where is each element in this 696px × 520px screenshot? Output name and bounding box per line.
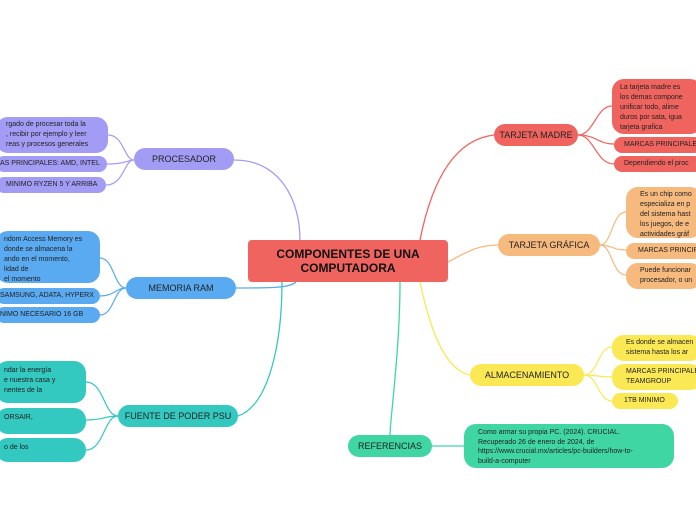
fuente-leaf-2[interactable]: ORSAIR, (0, 408, 86, 434)
leaf-line: e nuestra casa y (4, 377, 56, 384)
branch-tarjeta-grafica[interactable]: TARJETA GRÁFICA (498, 234, 600, 256)
leaf-line: rgado de procesar toda la (6, 121, 86, 128)
leaf-line: los demas compone (620, 94, 683, 101)
leaf-line: MINIMO RYZEN 5 Y ARRIBA (6, 181, 98, 188)
procesador-leaf-2[interactable]: AS PRINCIPALES: AMD, INTEL (0, 156, 107, 172)
leaf-line: Es un chip como (640, 191, 692, 198)
link-root-procesador (233, 159, 301, 241)
leaf-line: donde se almacena la (4, 246, 73, 253)
leaf-line: Recuperado 26 de enero de 2024, de (478, 438, 595, 446)
link-fuente-leaf-3 (85, 415, 119, 451)
tarjeta-madre-leaf-2[interactable]: MARCAS PRINCIPALE (614, 137, 696, 153)
link-memoria-leaf-3 (99, 287, 127, 316)
leaf-line: lidad de (4, 266, 29, 273)
leaf-line: TEAMGROUP (626, 378, 672, 385)
branch-memoria-ram[interactable]: MEMORIA RAM (126, 277, 236, 299)
leaf-line: especializa en p (640, 201, 691, 208)
leaf-line: MARCAS PRINCIP (638, 247, 696, 254)
link-tgrafica-leaf-1 (599, 211, 627, 246)
leaf-line: del sistema hast (640, 211, 691, 218)
leaf-line: , recibir por ejemplo y leer (6, 131, 87, 138)
link-procesador-leaf-3 (105, 159, 135, 186)
almacenamiento-leaf-3[interactable]: 1TB MINIMO (612, 393, 678, 409)
leaf-line: 1TB MINIMO (624, 397, 665, 404)
leaf-line: o de los (4, 444, 29, 451)
tarjeta-madre-leaf-3[interactable]: Dependiendo el proc (614, 156, 696, 172)
branch-almacenamiento[interactable]: ALMACENAMIENTO (470, 364, 584, 386)
leaf-line: actividades gráf (640, 231, 690, 238)
link-almac-leaf-1 (583, 346, 613, 376)
link-root-tarjeta-madre (419, 134, 495, 241)
link-root-almacenamiento (419, 281, 471, 376)
link-tgrafica-leaf-3 (599, 244, 627, 276)
leaf-line: procesador, o un (640, 277, 693, 284)
branch-referencias[interactable]: REFERENCIAS (348, 435, 432, 457)
link-root-tarjeta-grafica (447, 244, 499, 263)
leaf-line: sistema hasta los ar (626, 349, 689, 356)
leaf-line: el momento (4, 276, 41, 283)
leaf-line: MARCAS PRINCIPALE (624, 141, 696, 148)
link-procesador-leaf-1 (107, 134, 135, 161)
memoria-leaf-2[interactable]: SAMSUNG, ADATA, HYPERX (0, 288, 100, 304)
leaf-line: reas y procesos generales (6, 141, 89, 148)
leaf-line: AS PRINCIPALES: AMD, INTEL (0, 160, 100, 167)
leaf-line: unificar todo, alime (620, 104, 679, 111)
root-topic[interactable]: COMPONENTES DE UNA COMPUTADORA (248, 240, 448, 282)
branch-procesador[interactable]: PROCESADOR (134, 148, 234, 170)
leaf-line: La tarjeta madre es (620, 84, 681, 91)
procesador-leaf-3[interactable]: MINIMO RYZEN 5 Y ARRIBA (0, 177, 106, 193)
tarjeta-grafica-leaf-3[interactable]: Puede funcionar procesador, o un (626, 263, 696, 289)
link-fuente-leaf-1 (85, 381, 119, 417)
leaf-line: MARCAS PRINCIPALE (626, 368, 696, 375)
tarjeta-madre-leaf-1[interactable]: La tarjeta madre es los demas compone un… (612, 79, 696, 134)
memoria-leaf-3[interactable]: NIMO NECESARIO 16 GB (0, 307, 100, 323)
leaf-line: Es donde se almacen (626, 339, 694, 346)
leaf-line: nentes de la (4, 387, 43, 394)
leaf-line: ORSAIR, (4, 414, 33, 421)
leaf-line: SAMSUNG, ADATA, HYPERX (0, 292, 94, 299)
leaf-line: Como armar su propia PC. (2024). CRUCIAL… (478, 429, 620, 436)
leaf-line: ndom Access Memory es (4, 236, 83, 243)
link-root-memoria (235, 281, 297, 289)
leaf-line: build-a-computer (478, 457, 531, 465)
leaf-line: ando en el momento, (4, 256, 70, 263)
leaf-line: Puede funcionar (640, 267, 691, 274)
almacenamiento-leaf-2[interactable]: MARCAS PRINCIPALE TEAMGROUP (612, 364, 696, 390)
branch-tarjeta-madre[interactable]: TARJETA MADRE (494, 124, 578, 146)
leaf-line: tarjeta grafica (620, 124, 663, 131)
link-root-fuente (237, 281, 283, 417)
fuente-leaf-1[interactable]: ndar la energía e nuestra casa y nentes … (0, 361, 86, 403)
link-memoria-leaf-1 (99, 257, 127, 289)
branch-fuente-de-poder[interactable]: FUENTE DE PODER PSU (118, 405, 238, 427)
procesador-leaf-1[interactable]: rgado de procesar toda la , recibir por … (0, 117, 108, 153)
leaf-line: los juegos, de e (640, 221, 690, 228)
fuente-leaf-3[interactable]: o de los (0, 438, 86, 462)
referencias-leaf-1[interactable]: Como armar su propia PC. (2024). CRUCIAL… (464, 424, 674, 468)
link-root-referencias (389, 281, 401, 436)
memoria-leaf-1[interactable]: ndom Access Memory es donde se almacena … (0, 231, 100, 283)
link-almac-leaf-3 (583, 374, 613, 402)
link-tmadre-leaf-3 (577, 134, 615, 165)
tarjeta-grafica-leaf-1[interactable]: Es un chip como especializa en p del sis… (626, 187, 696, 238)
almacenamiento-leaf-1[interactable]: Es donde se almacen sistema hasta los ar (612, 335, 696, 361)
leaf-line: Dependiendo el proc (624, 160, 689, 167)
tarjeta-grafica-leaf-2[interactable]: MARCAS PRINCIP (626, 243, 696, 259)
leaf-line: duros por sata, igua (620, 114, 682, 121)
leaf-line: ndar la energía (4, 367, 52, 374)
link-tmadre-leaf-1 (577, 105, 613, 136)
leaf-line: https://www.crucial.mx/articles/pc-build… (478, 448, 633, 455)
leaf-line: NIMO NECESARIO 16 GB (0, 311, 84, 318)
